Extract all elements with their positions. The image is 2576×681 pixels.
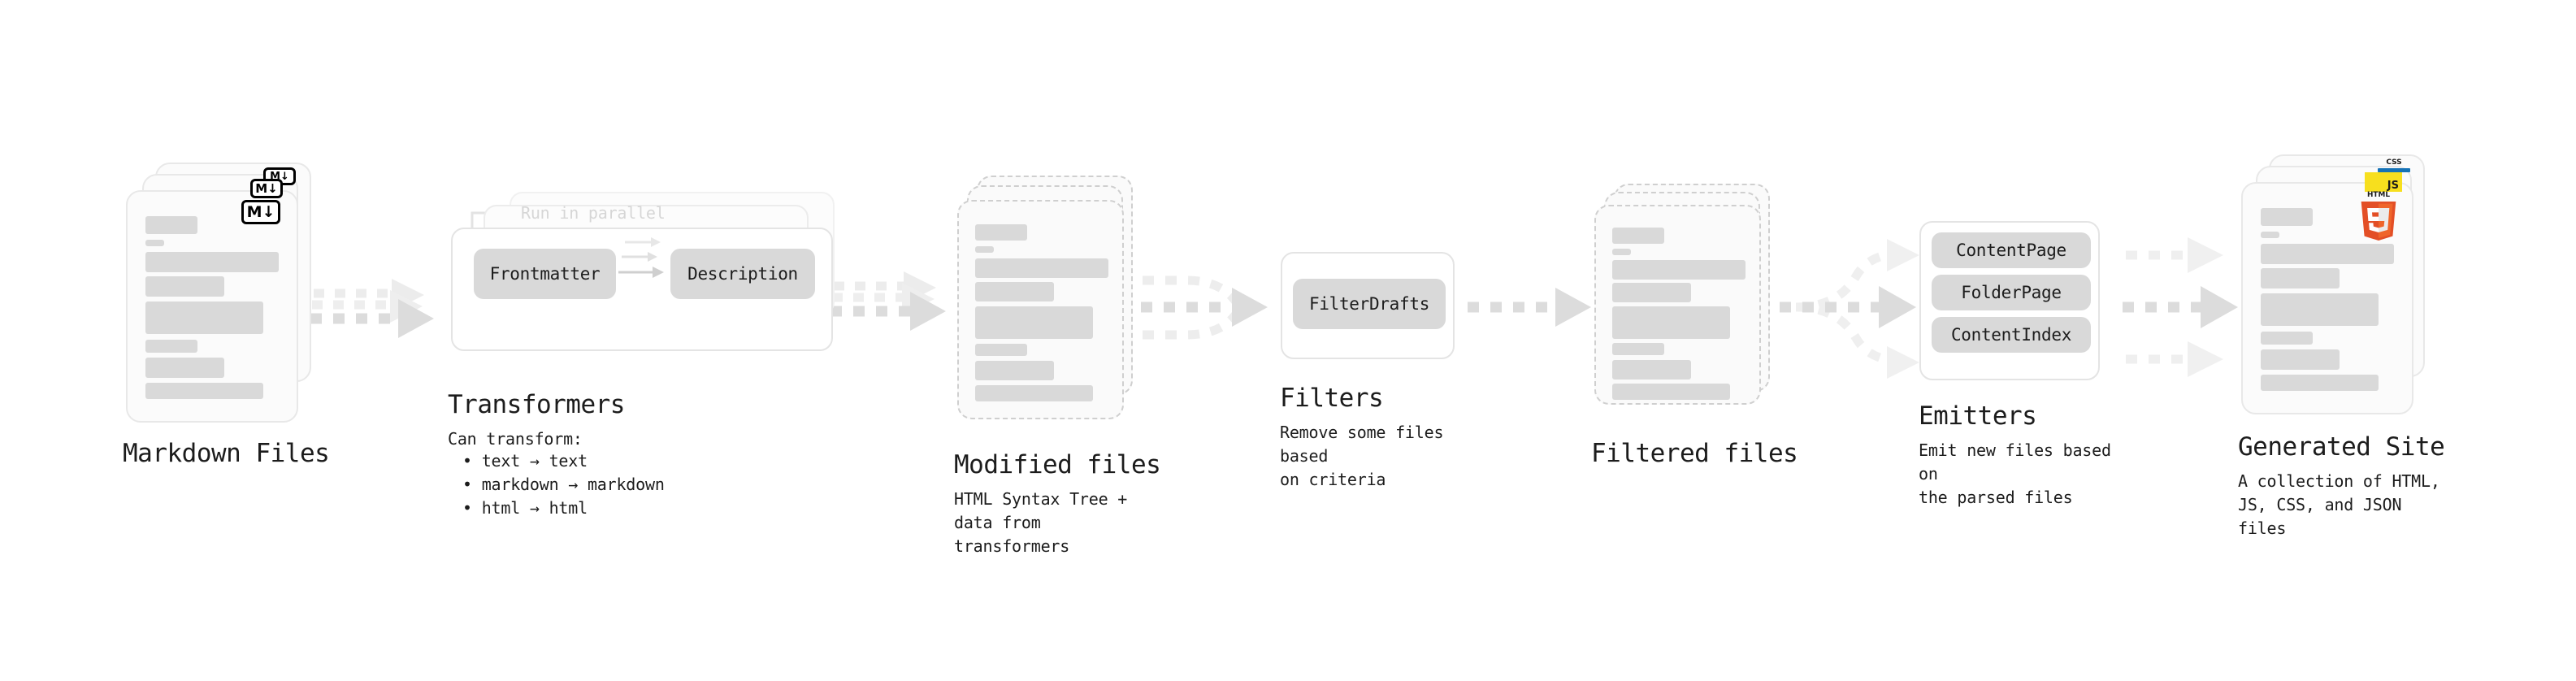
skeleton-bar — [2261, 208, 2313, 226]
stage-modified-files: Modified files HTML Syntax Tree + data f… — [954, 176, 1161, 556]
transformers-bullet-item: text → text — [462, 449, 665, 473]
skeleton-bar — [145, 358, 224, 378]
connector-transformers-to-modified — [830, 271, 946, 331]
javascript-icon: JS — [2365, 172, 2402, 192]
skeleton-bar — [975, 361, 1054, 380]
skeleton-bar — [1612, 360, 1691, 380]
emitters-box: ContentPage FolderPage ContentIndex — [1919, 221, 2123, 400]
markdown-badge-text: M↓ — [255, 180, 278, 196]
connector-md-to-transformers — [310, 279, 434, 338]
stage-markdown-files: M↓ M↓ M↓ Markdown Files — [123, 163, 330, 468]
emitter-pill-contentindex[interactable]: ContentIndex — [1932, 317, 2091, 353]
skeleton-bar — [2261, 332, 2313, 345]
connector-modified-to-filters — [1141, 275, 1268, 340]
markdown-doc-stack: M↓ M↓ M↓ — [126, 163, 313, 423]
site-doc-stack: CSS JS HTML — [2241, 154, 2444, 423]
stage-title-markdown-files: Markdown Files — [123, 439, 330, 468]
stage-subtitle-emitters: Emit new files based on the parsed files — [1919, 440, 2111, 507]
stage-transformers: Frontmatter Description Run in parallel … — [448, 192, 841, 518]
stage-subtitle-transformers: Can transform: — [448, 429, 583, 449]
skeleton-bar — [975, 224, 1027, 241]
modified-doc-front — [957, 200, 1124, 419]
html5-icon: HTML — [2355, 189, 2402, 241]
skeleton-bar — [145, 301, 263, 334]
stage-title-filters: Filters — [1280, 384, 1384, 413]
stage-subtitle-generated-site: A collection of HTML, JS, CSS, and JSON … — [2238, 471, 2440, 538]
skeleton-bar — [145, 216, 197, 234]
skeleton-bar — [975, 344, 1027, 356]
skeleton-bar — [145, 240, 164, 246]
skeleton-bar — [145, 383, 263, 399]
skeleton-bar — [145, 340, 197, 353]
filtered-doc-front — [1594, 205, 1761, 405]
skeleton-bar — [975, 306, 1093, 339]
transformers-box-stack: Frontmatter Description — [451, 192, 841, 371]
transformers-bullet-item: markdown → markdown — [462, 473, 665, 497]
skeleton-bar — [1612, 384, 1730, 400]
transformer-pill-frontmatter-label: Frontmatter — [489, 264, 601, 284]
emitter-pill-contentpage-label: ContentPage — [1956, 241, 2066, 260]
stage-emitters: ContentPage FolderPage ContentIndex Emit… — [1919, 221, 2123, 507]
css3-icon-bar — [2378, 168, 2410, 172]
transformers-bullet-item: html → html — [462, 497, 665, 520]
connector-filtered-to-emitters — [1780, 239, 1919, 379]
modified-doc-stack — [957, 176, 1144, 436]
stage-filtered-files: Filtered files — [1591, 184, 1798, 468]
filter-pill-filterdrafts[interactable]: FilterDrafts — [1293, 279, 1446, 329]
skeleton-bar — [2261, 293, 2379, 326]
transformers-bullet-list: text → text markdown → markdown html → h… — [462, 449, 665, 520]
skeleton-bar — [145, 252, 279, 272]
skeleton-bar — [975, 258, 1108, 278]
skeleton-bar — [1612, 306, 1730, 339]
stage-title-generated-site: Generated Site — [2238, 432, 2445, 462]
skeleton-bar — [975, 385, 1093, 401]
skeleton-bar — [1612, 283, 1691, 302]
stage-generated-site: CSS JS HTML Generated Site A collection … — [2238, 154, 2445, 538]
skeleton-bar — [2261, 349, 2340, 370]
skeleton-bar — [2261, 375, 2379, 391]
skeleton-bar — [975, 282, 1054, 301]
markdown-badge-text: M↓ — [246, 202, 275, 221]
stage-title-filtered-files: Filtered files — [1591, 439, 1798, 468]
emitter-pill-folderpage[interactable]: FolderPage — [1932, 275, 2091, 310]
css3-icon: CSS — [2378, 159, 2410, 174]
emitter-pill-contentindex-label: ContentIndex — [1950, 325, 2072, 345]
stage-subtitle-modified-files: HTML Syntax Tree + data from transformer… — [954, 489, 1128, 556]
transformer-pill-description[interactable]: Description — [670, 249, 815, 299]
svg-text:HTML: HTML — [2367, 191, 2390, 199]
stage-subtitle-filters: Remove some files based on criteria — [1280, 423, 1444, 489]
emitter-pill-folderpage-label: FolderPage — [1961, 283, 2062, 302]
transformer-pill-description-label: Description — [687, 264, 798, 284]
markdown-doc-front — [126, 190, 298, 423]
javascript-icon-text: JS — [2387, 180, 2399, 192]
stage-title-emitters: Emitters — [1919, 401, 2037, 431]
stage-title-modified-files: Modified files — [954, 450, 1161, 479]
connector-filters-to-filtered — [1468, 288, 1591, 327]
css3-icon-text: CSS — [2386, 158, 2402, 167]
skeleton-bar — [145, 276, 224, 297]
run-in-parallel-label: Run in parallel — [521, 203, 666, 223]
skeleton-bar — [1612, 249, 1631, 255]
filtered-doc-stack — [1594, 184, 1781, 444]
emitters-box-front: ContentPage FolderPage ContentIndex — [1919, 221, 2100, 380]
stage-title-transformers: Transformers — [448, 390, 625, 419]
markdown-badge: M↓ — [250, 179, 283, 198]
emitter-pill-contentpage[interactable]: ContentPage — [1932, 232, 2091, 268]
markdown-badge: M↓ — [241, 200, 280, 224]
skeleton-bar — [975, 246, 994, 253]
skeleton-bar — [1612, 260, 1746, 280]
filters-box-front: FilterDrafts — [1281, 252, 1455, 359]
connector-emitters-to-site — [2123, 237, 2238, 377]
transformer-pill-frontmatter[interactable]: Frontmatter — [474, 249, 616, 299]
html5-icon-svg: HTML — [2361, 191, 2396, 241]
skeleton-bar — [1612, 228, 1664, 244]
skeleton-bar — [2261, 268, 2340, 288]
stage-filters: FilterDrafts Filters Remove some files b… — [1280, 252, 1468, 489]
skeleton-bar — [2261, 232, 2279, 238]
skeleton-bar — [2261, 244, 2394, 264]
skeleton-bar — [1612, 343, 1664, 355]
filters-box: FilterDrafts — [1281, 252, 1468, 366]
filter-pill-filterdrafts-label: FilterDrafts — [1308, 294, 1430, 314]
transformer-box-front: Frontmatter Description — [451, 228, 833, 351]
